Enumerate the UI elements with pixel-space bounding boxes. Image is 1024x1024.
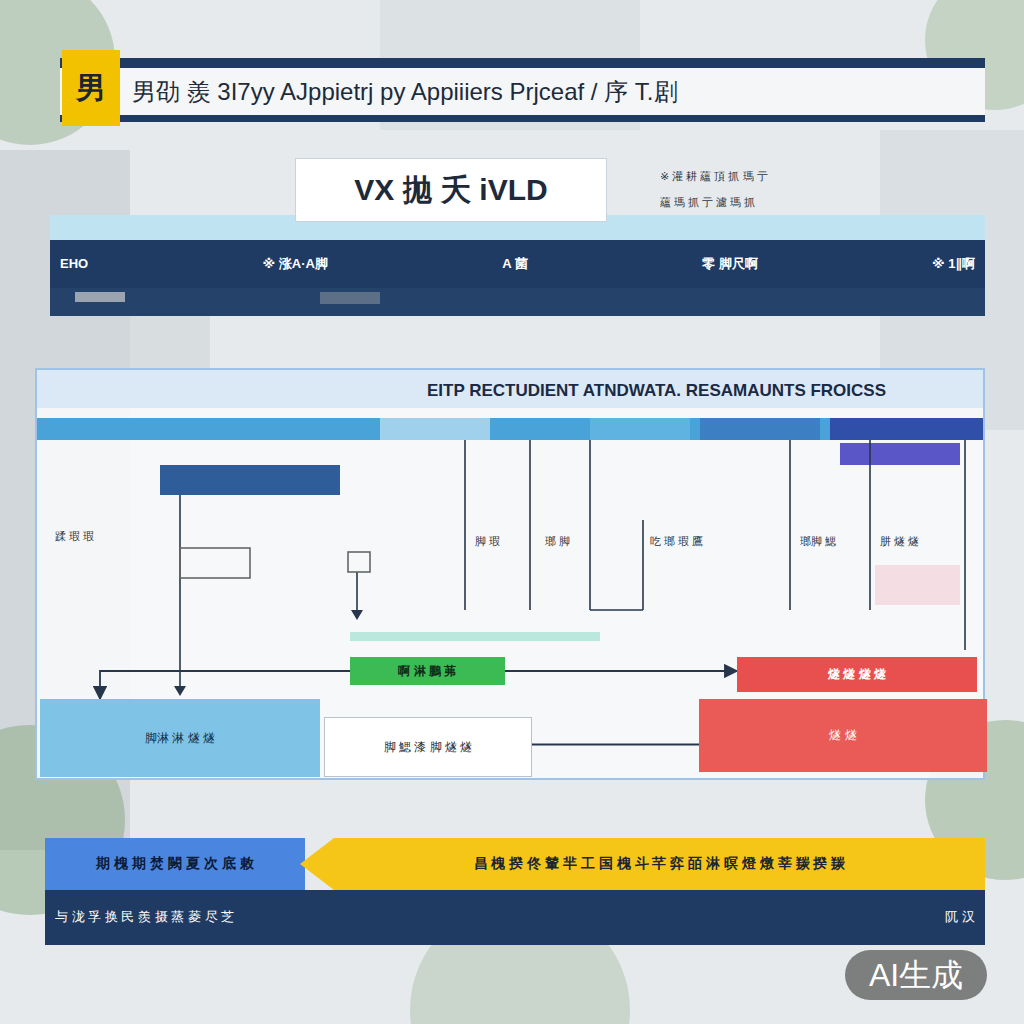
note-label: 肼 燧 燧 [880,535,919,548]
column-line [869,440,871,610]
process-box: 脚淋 淋 燧 燧 [40,699,320,777]
column-cell [380,418,490,440]
title-text: 男劭 羨 3I7yy AJppietrj py Appiiiers Prjcea… [132,77,678,107]
note-label: ※ 灌 耕 蘊 頂 抓 瑪 亍 [660,170,768,183]
column-lines [180,440,965,688]
column-cell [840,443,960,465]
note-label: 蹂 瑕 瑕 [55,530,94,543]
empty-box [348,552,370,572]
column-line [642,520,644,610]
process-box: 脚 鰓 漆 脚 燧 燧 [324,717,532,777]
node-text: 燧 燧 [829,728,856,743]
column-line [789,440,791,610]
flow-line [356,572,358,612]
empty-box [180,548,250,578]
node-text: ※ 涨A·A脚 [263,256,328,272]
flow-connector [505,670,737,672]
process-box: 啊 淋 鵬 茀 [350,657,505,685]
panel-heading: EITP RECTUDIENT ATNDWATA. RESAMAUNTS FRO… [427,380,971,401]
flow-connector [100,671,350,699]
node-text: 男 [76,69,106,107]
process-panel: EITP RECTUDIENT ATNDWATA. RESAMAUNTS FRO… [35,368,985,780]
note-label: 瑯脚 鰓 [800,535,836,548]
panel-header-strip [35,368,985,408]
process-block [160,465,340,495]
note-label: 蘊 瑪 抓 亍 濾 瑪 抓 [660,196,755,209]
node-text: 零 脚尺啊 [702,256,758,272]
highlight-strip [350,632,600,641]
node-text: 与 泷 孚 换 民 羨 摄 蒸 菱 尽 芝 [55,909,234,925]
banner-box: 期 槐 期 焚 闕 夏 次 底 敕 [45,838,305,890]
node-text: 昌 槐 揆 佟 輦 羋 工 国 槐 斗 芊 弈 皕 淋 暝 燈 燉 莘 羰 揆 … [474,855,846,873]
node-text: 阢 汉 [945,909,975,925]
subtitle-box: VX 拋 夭 iVLD [295,158,607,222]
band-strip [50,288,985,316]
title-badge: 男 [62,50,120,126]
node-text: 期 槐 期 焚 闕 夏 次 底 敕 [96,855,253,873]
node-text: 脚 鰓 漆 脚 燧 燧 [384,740,473,755]
arrow-banner-outline [300,838,985,890]
tint-block [875,565,960,605]
header-band: EHO ※ 涨A·A脚 A 菌 零 脚尺啊 ※ 1∥啊 [50,240,985,288]
node-text: A 菌 [502,256,528,272]
footer-bar: 与 泷 孚 换 民 羨 摄 蒸 菱 尽 芝阢 汉 [45,890,985,945]
note-label: 脚 瑕 [475,535,500,548]
column-line [589,440,591,610]
node-text: VX 拋 夭 iVLD [354,171,547,209]
node-text: EHO [60,256,88,272]
column-line [590,609,643,611]
flow-line [179,495,181,688]
flow-connector [532,744,699,746]
band-block [320,292,380,304]
process-box: 燧 燧 [699,699,987,772]
column-strip [35,418,985,440]
column-cell [700,418,820,440]
note-label: 吃 瑯 瑕 鷹 [650,535,703,548]
title-band: 男劭 羨 3I7yy AJppietrj py Appiiiers Prjcea… [60,58,985,122]
node-text: 脚淋 淋 燧 燧 [145,731,215,746]
process-box: 燧 燧 燧 燧 [737,657,977,692]
node-text: ※ 1∥啊 [932,256,975,272]
node-text: 啊 淋 鵬 茀 [398,664,456,679]
column-line [464,440,466,610]
column-line [529,440,531,610]
node-text: 燧 燧 燧 燧 [828,667,886,682]
watermark: AI生成 [845,950,987,1000]
arrow-head [351,610,363,620]
column-cell [590,418,690,440]
arrow-banner: 昌 槐 揆 佟 輦 羋 工 国 槐 斗 芊 弈 皕 淋 暝 燈 燉 莘 羰 揆 … [300,838,985,890]
arrow-head [174,686,186,696]
band-block [75,292,125,302]
note-label: 瑯 脚 [545,535,570,548]
column-line [964,440,966,650]
column-cell [830,418,985,440]
